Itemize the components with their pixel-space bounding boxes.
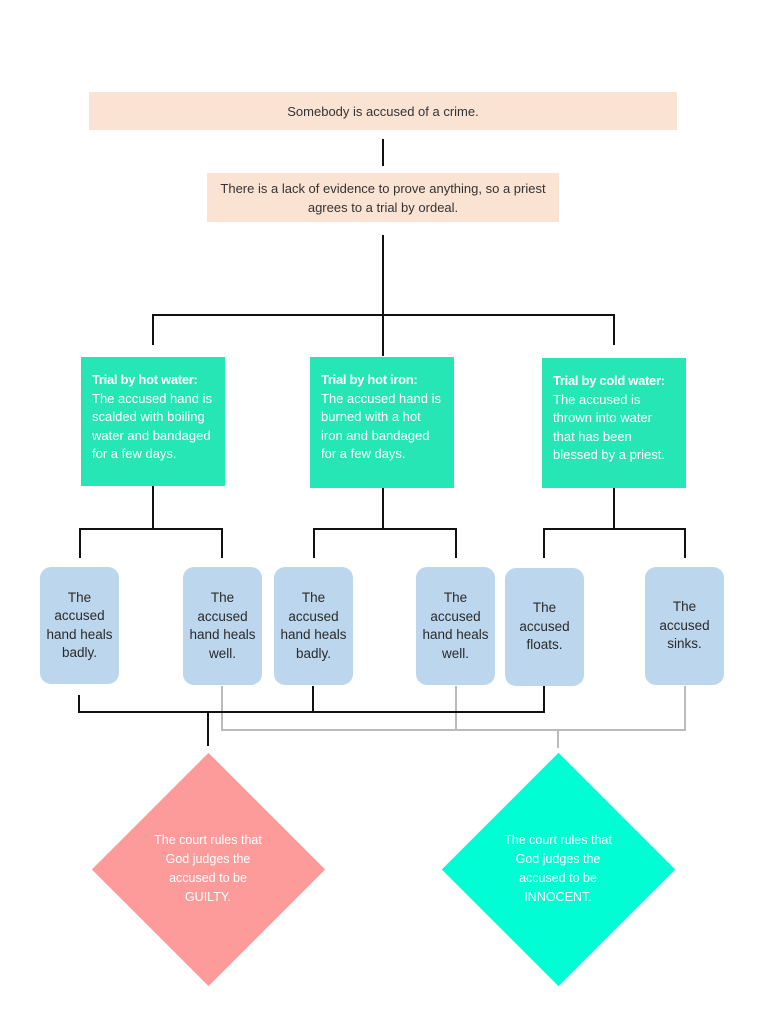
- outcome-box: The accused hand heals badly.: [274, 567, 353, 685]
- accusation-text: Somebody is accused of a crime.: [287, 103, 479, 119]
- outcome-box: The accused hand heals well.: [183, 567, 262, 685]
- outcome-box: The accused hand heals badly.: [40, 567, 119, 684]
- trial-cold-water-box: Trial by cold water: The accused is thro…: [542, 358, 686, 488]
- outcome-box: The accused hand heals well.: [416, 567, 495, 685]
- outcome-box: The accused sinks.: [645, 567, 724, 685]
- innocent-verdict: The court rules that God judges the accu…: [441, 748, 675, 990]
- outcome-box: The accused floats.: [505, 568, 584, 686]
- guilty-verdict: The court rules that God judges the accu…: [91, 748, 325, 990]
- innocent-verdict-text: The court rules that God judges the accu…: [504, 833, 612, 904]
- outcome-text: The accused floats.: [519, 600, 570, 653]
- trial-description: The accused is thrown into water that ha…: [553, 391, 666, 463]
- outcome-text: The accused hand heals well.: [189, 590, 256, 661]
- main-connectors: [78, 139, 686, 746]
- guilty-verdict-text: The court rules that God judges the accu…: [154, 833, 262, 904]
- outcome-text: The accused hand heals badly.: [46, 589, 113, 661]
- lack-of-evidence-text: There is a lack of evidence to prove any…: [220, 180, 546, 215]
- innocent-connectors: [221, 686, 686, 748]
- accusation-box: Somebody is accused of a crime.: [89, 92, 677, 130]
- trial-description: The accused hand is scalded with boiling…: [92, 390, 212, 462]
- outcome-text: The accused sinks.: [659, 599, 710, 652]
- trial-description: The accused hand is burned with a hot ir…: [321, 390, 441, 462]
- trial-hot-water-box: Trial by hot water: The accused hand is …: [81, 357, 225, 486]
- trial-title: Trial by hot water:: [92, 372, 198, 387]
- trial-title: Trial by hot iron:: [321, 372, 418, 387]
- outcome-text: The accused hand heals badly.: [280, 590, 347, 661]
- outcome-text: The accused hand heals well.: [422, 590, 489, 661]
- lack-of-evidence-box: There is a lack of evidence to prove any…: [207, 173, 559, 222]
- trial-title: Trial by cold water:: [553, 373, 665, 388]
- trial-hot-iron-box: Trial by hot iron: The accused hand is b…: [310, 357, 454, 488]
